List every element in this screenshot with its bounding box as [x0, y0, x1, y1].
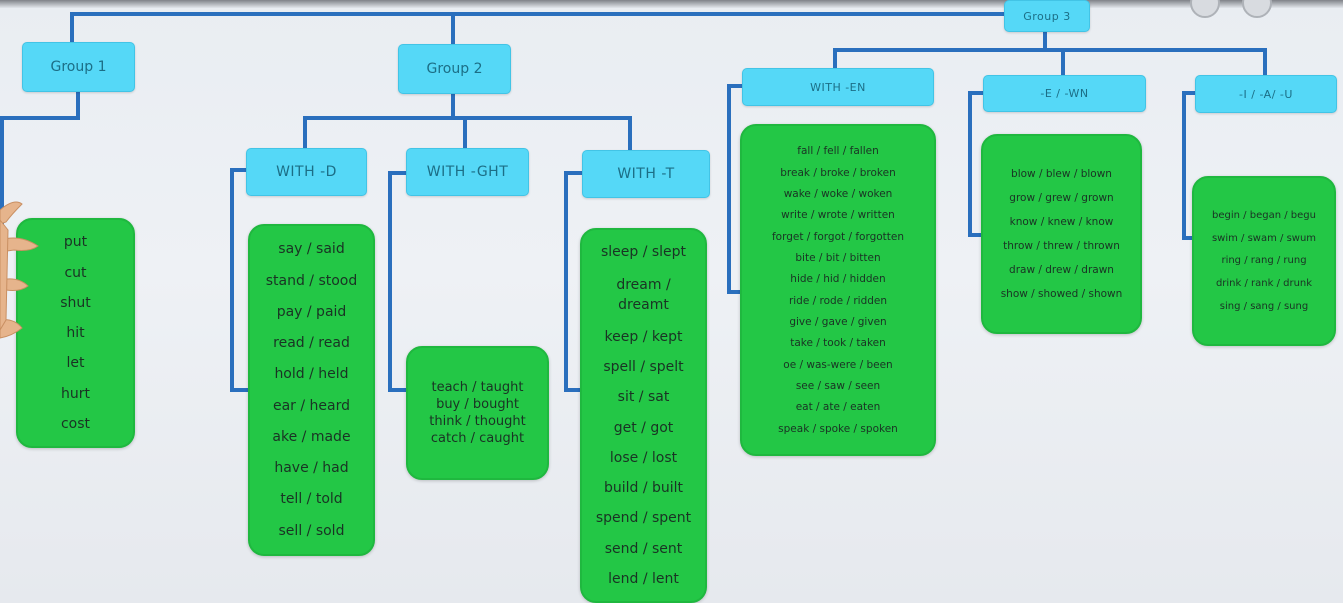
- verb-item: blow / blew / blown: [1011, 168, 1112, 180]
- verb-item: shut: [60, 294, 91, 311]
- verb-item: draw / drew / drawn: [1009, 264, 1114, 276]
- with-en-header: WITH -EN: [742, 68, 934, 106]
- verb-item: stand / stood: [265, 272, 358, 289]
- with-ght-verb-box: teach / taught buy / bought think / though…: [406, 346, 549, 480]
- verb-item: cut: [64, 264, 87, 281]
- verb-item: eat / ate / eaten: [795, 401, 881, 414]
- with-en-verb-box: fall / fell / fallen break / broke / brok…: [740, 124, 936, 456]
- verb-item: build / built: [603, 480, 684, 496]
- verb-item: tell / told: [280, 491, 343, 508]
- verb-item: buy / bought: [436, 397, 519, 412]
- group-1-header: Group 1: [22, 42, 135, 92]
- verb-item: sell / sold: [278, 522, 345, 539]
- verb-item: teach / taught: [431, 380, 524, 395]
- verb-item: break / broke / broken: [780, 166, 896, 179]
- verb-item: send / sent: [604, 540, 683, 557]
- verb-item: take / took / taken: [790, 337, 886, 350]
- verb-item: cost: [60, 415, 91, 432]
- with-t-verb-box: sleep / slept dream / dreamt keep / kept sp…: [580, 228, 707, 603]
- verb-item: see / saw / seen: [795, 379, 881, 392]
- verb-item: begin / began / begu: [1212, 209, 1316, 221]
- verb-item: pay / paid: [276, 303, 347, 320]
- verb-item: ake / made: [272, 428, 351, 445]
- verb-item: catch / caught: [430, 431, 525, 446]
- verb-item: wake / woke / woken: [783, 187, 893, 200]
- verb-item: throw / threw / thrown: [1003, 240, 1120, 252]
- group-3-header: Group 3: [1004, 0, 1090, 32]
- verb-item: dream / dreamt: [616, 276, 671, 313]
- verb-item: get / got: [613, 419, 674, 436]
- i-a-u-header: -I / -A/ -U: [1195, 75, 1337, 113]
- verb-item: show / showed / shown: [1000, 288, 1123, 300]
- verb-item: think / thought: [429, 414, 526, 429]
- verb-item: lose / lost: [609, 449, 678, 466]
- verb-item: sleep / slept: [600, 244, 687, 261]
- e-wn-header: -E / -WN: [983, 75, 1146, 112]
- verb-item: hold / held: [274, 366, 349, 383]
- verb-item: speak / spoke / spoken: [778, 422, 898, 435]
- verb-item: spell / spelt: [603, 359, 684, 375]
- verb-item: let: [66, 355, 85, 372]
- verb-item: lend / lent: [608, 570, 679, 587]
- verb-item: hit: [66, 325, 85, 341]
- with-d-header: WITH -D: [246, 148, 367, 196]
- verb-item: drink / rank / drunk: [1215, 278, 1313, 290]
- verb-item: hurt: [61, 385, 90, 402]
- verb-item: bite / bit / bitten: [795, 251, 881, 264]
- with-ght-header: WITH -GHT: [406, 148, 529, 196]
- verb-item: have / had: [274, 460, 349, 477]
- e-wn-verb-box: blow / blew / blown grow / grew / grown kn…: [981, 134, 1142, 334]
- verb-item: sit / sat: [617, 389, 670, 406]
- verb-item: swim / swam / swum: [1211, 232, 1317, 244]
- verb-item: forget / forgot / forgotten: [771, 230, 905, 243]
- with-t-header: WITH -T: [582, 150, 710, 198]
- verb-item: hide / hid / hidden: [790, 273, 886, 286]
- group-1-verb-box: put cut shut hit let hurt cost: [16, 218, 135, 448]
- verb-item: give / gave / given: [789, 315, 887, 328]
- verb-item: fall / fell / fallen: [797, 145, 879, 158]
- verb-item: grow / grew / grown: [1009, 192, 1114, 204]
- verb-item: put: [63, 234, 88, 251]
- group-2-header: Group 2: [398, 44, 511, 94]
- verb-item: sing / sang / sung: [1219, 301, 1309, 313]
- verb-item: say / said: [278, 241, 345, 258]
- verb-item: spend / spent: [595, 510, 692, 527]
- verb-item: write / wrote / written: [781, 209, 895, 222]
- top-shadow-bar: [0, 0, 1343, 8]
- verb-item: read / read: [273, 335, 350, 352]
- i-a-u-verb-box: begin / began / begu swim / swam / swum ri…: [1192, 176, 1336, 346]
- verb-item: ring / rang / rung: [1221, 255, 1307, 267]
- verb-item: ear / heard: [272, 397, 351, 414]
- with-d-verb-box: say / said stand / stood pay / paid read / …: [248, 224, 375, 556]
- verb-item: oe / was-were / been: [783, 358, 893, 371]
- verb-item: ride / rode / ridden: [788, 294, 888, 307]
- verb-item: know / knew / know: [1009, 216, 1114, 228]
- presenter-hand: [0, 201, 39, 339]
- verb-item: keep / kept: [604, 328, 683, 345]
